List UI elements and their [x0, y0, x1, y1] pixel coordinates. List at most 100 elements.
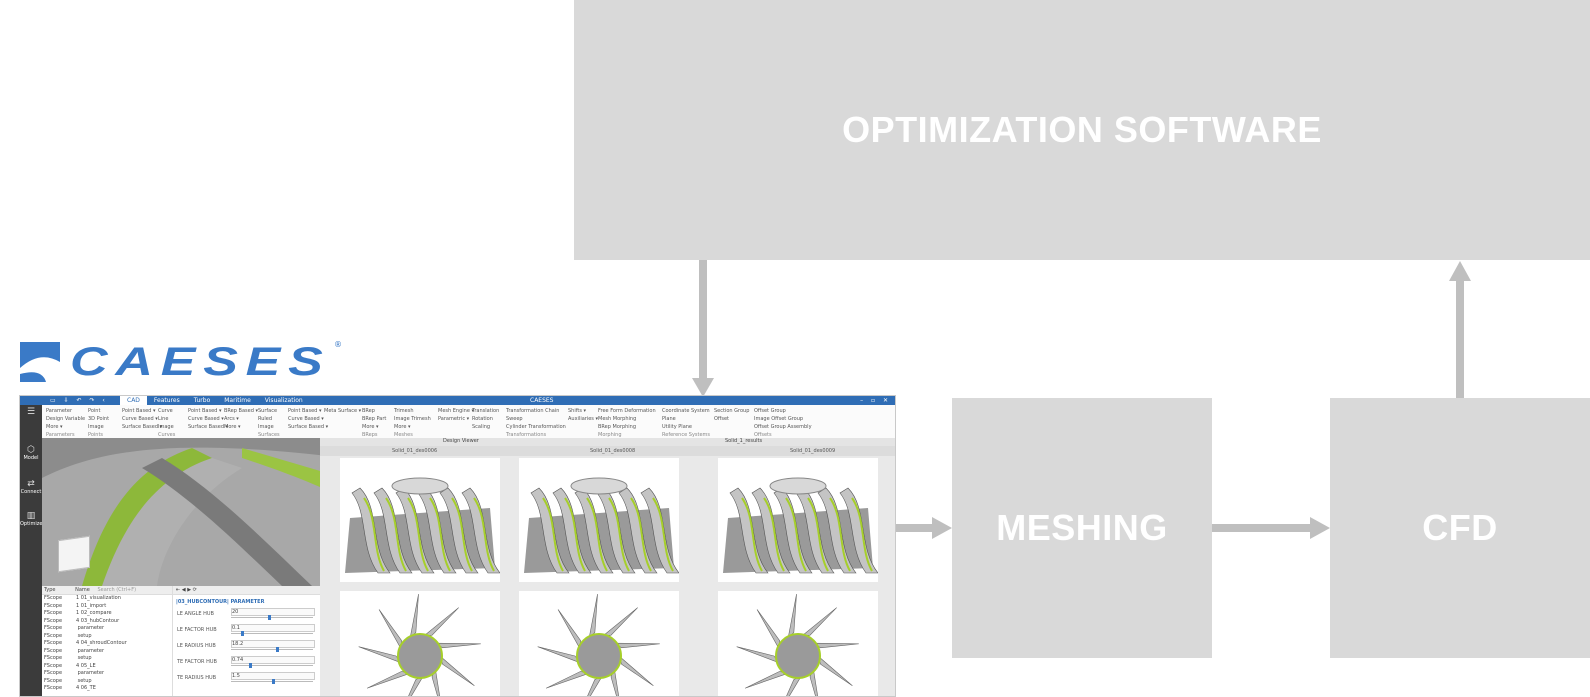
ribbon-button[interactable]: BRep Based ▾: [224, 408, 258, 414]
tab-design-viewer[interactable]: Design Viewer: [443, 438, 479, 444]
tree-row[interactable]: FScope parameter: [42, 625, 172, 633]
design-thumbnail[interactable]: [718, 591, 878, 696]
ribbon-button[interactable]: Image Offset Group: [754, 416, 804, 422]
ribbon-button[interactable]: Translation: [472, 408, 500, 414]
ribbon-button[interactable]: Ruled: [258, 416, 273, 422]
tab-features[interactable]: Features: [153, 397, 180, 404]
ribbon-button[interactable]: Section Group: [714, 408, 750, 414]
ribbon-button[interactable]: BRep: [362, 408, 375, 414]
tree-row[interactable]: FScope setup: [42, 678, 172, 686]
ribbon-button[interactable]: Free Form Deformation: [598, 408, 656, 414]
ribbon-button[interactable]: Auxiliaries ▾: [568, 416, 599, 422]
tab-maritime[interactable]: Maritime: [224, 397, 251, 404]
tab-results[interactable]: Solid_1_results: [725, 438, 763, 444]
ribbon-button[interactable]: Line: [158, 416, 169, 422]
tree-row[interactable]: FScope parameter: [42, 670, 172, 678]
ribbon-button[interactable]: Arcs ▾: [224, 416, 239, 422]
ribbon-button[interactable]: Curve: [158, 408, 173, 414]
ribbon-button[interactable]: Image: [258, 424, 274, 430]
3d-viewport[interactable]: [42, 438, 344, 586]
ribbon-button[interactable]: More ▾: [46, 424, 63, 430]
ribbon-button[interactable]: Surface Based ▾: [122, 424, 163, 430]
ribbon-button[interactable]: Sweep: [506, 416, 523, 422]
parameter-value-field[interactable]: 20: [231, 608, 315, 616]
ribbon-button[interactable]: Cylinder Transformation: [506, 424, 566, 430]
ribbon-button[interactable]: Rotation: [472, 416, 493, 422]
ribbon-button[interactable]: Transformation Chain: [506, 408, 560, 414]
view-cube[interactable]: [58, 535, 90, 573]
ribbon-button[interactable]: Point Based ▾: [188, 408, 222, 414]
ribbon-button[interactable]: Point Based ▾: [122, 408, 156, 414]
ribbon-button[interactable]: More ▾: [394, 424, 411, 430]
ribbon-button[interactable]: Plane: [662, 416, 676, 422]
window-buttons[interactable]: – ▫ ✕: [860, 397, 891, 404]
ribbon-button[interactable]: Parametric ▾: [438, 416, 470, 422]
ribbon-button[interactable]: Curve Based ▾: [122, 416, 158, 422]
ribbon-button[interactable]: Offset Group Assembly: [754, 424, 812, 430]
tree-row[interactable]: FScope parameter: [42, 648, 172, 656]
ribbon-button[interactable]: Mesh Morphing: [598, 416, 637, 422]
ribbon-button[interactable]: Meta Surface ▾: [324, 408, 362, 414]
tab-visualization[interactable]: Visualization: [264, 397, 303, 404]
tree-search[interactable]: Search (Ctrl+F): [97, 587, 137, 593]
parameter-value-field[interactable]: 0.74: [231, 656, 315, 664]
parameter-value-field[interactable]: 0.1: [231, 624, 315, 632]
parameter-value-field[interactable]: 18.2: [231, 640, 315, 648]
ribbon-button[interactable]: 3D Point: [88, 416, 110, 422]
ribbon-button[interactable]: Trimesh: [394, 408, 414, 414]
design-thumbnail[interactable]: [718, 458, 878, 582]
tree-row[interactable]: FScope setup: [42, 655, 172, 663]
ribbon-button[interactable]: Curve Based ▾: [288, 416, 324, 422]
parameter-slider[interactable]: [231, 617, 313, 618]
slider-knob[interactable]: [249, 663, 253, 668]
tab-turbo[interactable]: Turbo: [193, 397, 211, 404]
slider-knob[interactable]: [267, 615, 271, 620]
parameter-slider[interactable]: [231, 665, 313, 666]
ribbon-button[interactable]: Mesh Engine ▾: [438, 408, 474, 414]
ribbon-button[interactable]: Surface: [258, 408, 278, 414]
ribbon-button[interactable]: Surface Based ▾: [288, 424, 329, 430]
design-thumbnail[interactable]: [519, 591, 679, 696]
ribbon-button[interactable]: Parameter: [46, 408, 73, 414]
ribbon-button[interactable]: More ▾: [224, 424, 241, 430]
ribbon-button[interactable]: Utility Plane: [662, 424, 693, 430]
ribbon-button[interactable]: Scaling: [472, 424, 491, 430]
ribbon-button[interactable]: Offset: [714, 416, 730, 422]
ribbon-button[interactable]: Point Based ▾: [288, 408, 322, 414]
ribbon-button[interactable]: Surface Based ▾: [188, 424, 229, 430]
slider-knob[interactable]: [240, 631, 244, 636]
ribbon-button[interactable]: Point: [88, 408, 101, 414]
sidebar-item-model[interactable]: ⬡ Model: [20, 445, 42, 461]
design-thumbnail[interactable]: [340, 591, 500, 696]
ribbon-button[interactable]: Image: [158, 424, 174, 430]
ribbon-button[interactable]: Shifts ▾: [568, 408, 587, 414]
design-thumbnail[interactable]: [519, 458, 679, 582]
tree-row[interactable]: FScope setup: [42, 633, 172, 641]
ribbon-button[interactable]: BRep Morphing: [598, 424, 637, 430]
parameter-slider[interactable]: [231, 649, 313, 650]
quick-access-icons[interactable]: ▭ ⇩ ↶ ↷ ‹: [50, 397, 108, 404]
sidebar-item-optimize[interactable]: ▥ Optimize: [20, 511, 42, 527]
ribbon-button[interactable]: BRep Part: [362, 416, 387, 422]
parameter-slider[interactable]: [231, 633, 313, 634]
tab-cad[interactable]: CAD: [120, 396, 147, 405]
menu-icon[interactable]: ☰: [26, 407, 36, 417]
ribbon-button[interactable]: Curve Based ▾: [188, 416, 224, 422]
ribbon-button[interactable]: Image Trimesh: [394, 416, 431, 422]
ribbon-button[interactable]: Design Variable: [46, 416, 86, 422]
ribbon-button[interactable]: More ▾: [362, 424, 379, 430]
ribbon-button[interactable]: Image: [88, 424, 104, 430]
ribbon-button[interactable]: Coordinate System: [662, 408, 710, 414]
slider-knob[interactable]: [272, 679, 275, 684]
slider-knob[interactable]: [276, 647, 280, 652]
design-thumbnail[interactable]: [340, 458, 500, 582]
ribbon-button[interactable]: Offset Group: [754, 408, 786, 414]
sidebar-item-connect[interactable]: ⇄ Connect: [20, 479, 42, 495]
